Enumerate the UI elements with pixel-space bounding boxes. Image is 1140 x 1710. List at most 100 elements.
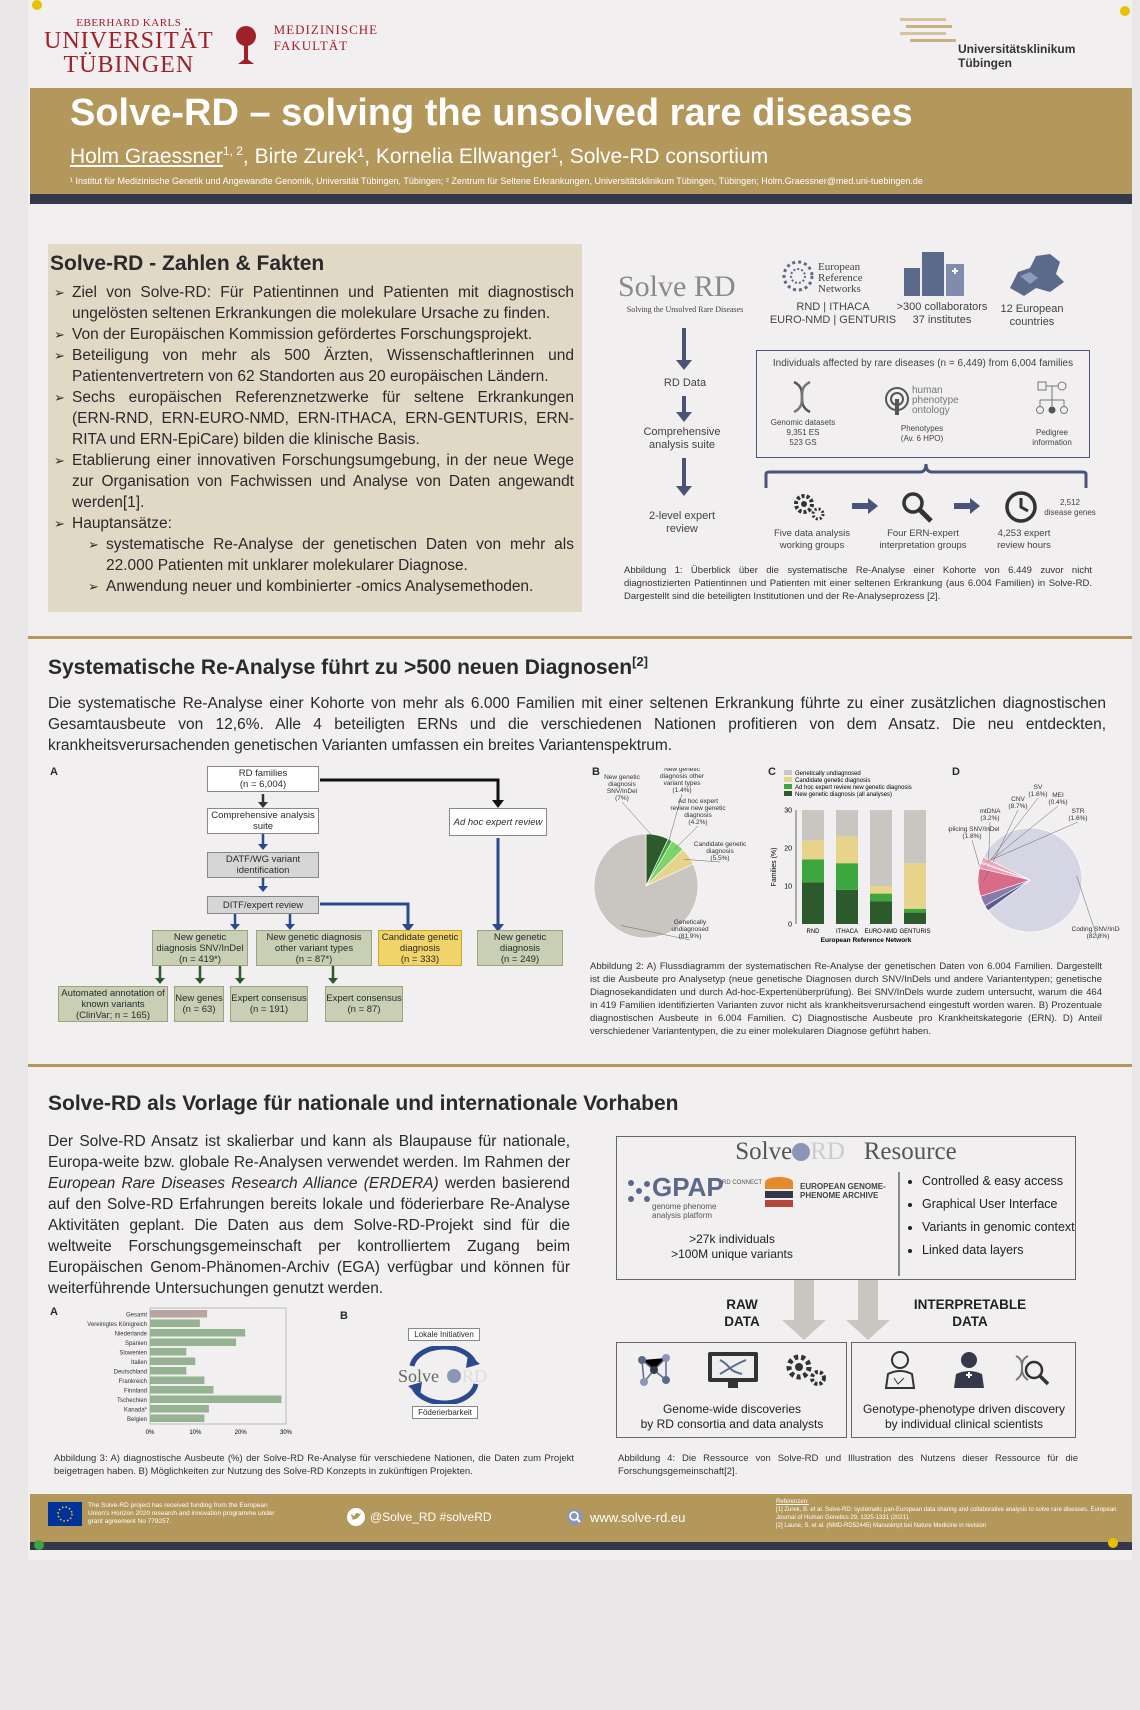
collab-label2: 37 institutes — [912, 314, 972, 326]
pie-leader — [684, 859, 721, 863]
figure-1-caption: Abbildung 1: Überblick über die systemat… — [624, 565, 1092, 602]
interp-data-label: INTERPRETABLE — [913, 1297, 1027, 1312]
bar-segment — [904, 863, 926, 909]
nation-bar — [150, 1348, 187, 1356]
ern-network-icon — [782, 260, 814, 292]
nation-bar — [150, 1329, 246, 1337]
pin — [32, 0, 42, 10]
pie-slice — [980, 856, 1031, 881]
pie-label: mtDNA(3.2%) — [980, 808, 1002, 822]
flow-text: (n = 419*) — [179, 953, 221, 965]
pie-leader — [986, 821, 1079, 862]
pie-leader — [985, 805, 1059, 865]
facts-heading: Solve-RD - Zahlen & Fakten — [50, 252, 325, 275]
gpap-icon — [628, 1180, 650, 1202]
arrow-right-icon — [954, 498, 980, 514]
flow-text: Candidate genetic diagnosis — [381, 931, 459, 954]
hospital-icon — [904, 252, 964, 296]
nation-label: Frankreich — [119, 1379, 147, 1385]
ern-list: RND | ITHACA — [796, 301, 870, 313]
bar-segment — [802, 882, 824, 924]
section-divider — [28, 1064, 1132, 1067]
cycle-icon: Solve RD — [398, 1346, 487, 1404]
individuals-label: Individuals affected by rare diseases (n… — [772, 358, 1074, 369]
nation-label: Kanada* — [124, 1408, 148, 1414]
flow-text: (n = 333) — [400, 953, 440, 965]
genes-label: disease genes — [1044, 508, 1096, 517]
ukt-label: Universitätsklinikum Tübingen — [958, 42, 1076, 70]
section3-body: Der Solve-RD Ansatz ist skalierbar und k… — [48, 1131, 570, 1299]
fact-subitem: Anwendung neuer und kombinierter -omics … — [54, 576, 574, 597]
fact-item: Ziel von Solve-RD: Für Patientinnen und … — [54, 282, 574, 324]
magnifier-icon — [902, 492, 933, 523]
authors: Holm Graessner1, 2, Birte Zurek¹, Kornel… — [70, 144, 768, 169]
pedigree-info: information — [1032, 438, 1072, 447]
raw-caption1: Genome-wide discoveries — [662, 1402, 802, 1416]
nation-label: Belgien — [127, 1417, 147, 1423]
interp-data-label2: DATA — [952, 1314, 988, 1329]
solve-logo: Solve RD — [618, 270, 736, 303]
bar-segment — [836, 863, 858, 890]
nation-bar — [150, 1367, 187, 1375]
pie-leader — [984, 797, 1039, 868]
nation-label: Deutschland — [114, 1370, 147, 1376]
uni-big2: TÜBINGEN — [63, 52, 195, 78]
nation-bar — [150, 1338, 237, 1346]
section2-heading: Systematische Re-Analyse führt zu >500 n… — [48, 654, 648, 680]
facts-box: Solve-RD - Zahlen & Fakten Ziel von Solv… — [48, 244, 582, 612]
resource-bullet: Graphical User Interface — [922, 1193, 1075, 1216]
fact-item: Von der Europäischen Kommission geförder… — [54, 324, 574, 345]
resource-box — [616, 1136, 1076, 1280]
nation-bar — [150, 1386, 214, 1394]
figure-2-caption: Abbildung 2: A) Flussdiagramm der system… — [590, 961, 1102, 1037]
fact-item: Beteiligung von mehr als 500 Ärzten, Wis… — [54, 345, 574, 387]
pedigree-label: Pedigree — [1035, 428, 1069, 437]
monitor-icon — [708, 1352, 758, 1388]
bar-segment — [904, 810, 926, 864]
bar-segment — [836, 836, 858, 864]
raw-data-label: RAW — [726, 1297, 758, 1312]
section2-body: Die systematische Re-Analyse einer Kohor… — [48, 695, 1106, 754]
pedigree-icon — [1036, 381, 1068, 414]
flow-expert: Expert consensus(n = 191) — [230, 986, 308, 1022]
ega-label: EUROPEAN GENOME-PHENOME ARCHIVE — [800, 1182, 886, 1200]
flow-text: Expert consensus — [231, 993, 307, 1004]
flow-candidate: Candidate genetic diagnosis(n = 333) — [378, 930, 462, 966]
pie-label: MEI(0.4%) — [1048, 792, 1067, 806]
nation-label: Tschechien — [117, 1398, 147, 1404]
wg-label: Five data analysis — [773, 528, 851, 539]
nation-label: Slowenien — [119, 1351, 147, 1357]
pin — [34, 1540, 44, 1550]
nation-label: Gesamt — [126, 1313, 147, 1319]
fact-item: Sechs europäischen Referenznetzwerke für… — [54, 387, 574, 450]
bar-segment — [904, 912, 926, 924]
panel-letter-3a: A — [50, 1306, 58, 1318]
genomic-label: Genomic datasets — [770, 418, 836, 427]
bar-segment — [802, 810, 824, 841]
flow-text: New genetic diagnosis SNV/InDel — [156, 931, 244, 954]
pie-leader — [621, 801, 657, 841]
banner-bar — [30, 194, 1132, 204]
collab-label: >300 collaborators — [896, 301, 988, 313]
resource-stats2: >100M unique variants — [671, 1247, 793, 1261]
flow-text: (n = 249) — [500, 953, 540, 965]
search-icon — [792, 1143, 811, 1161]
wg-label2: working groups — [779, 540, 845, 551]
x-tick-label: ITHACA — [836, 929, 858, 935]
nation-bar — [150, 1376, 205, 1384]
flow-other: New genetic diagnosis other variant type… — [256, 930, 372, 966]
search-icon — [567, 1509, 583, 1525]
ukt-stripes-icon — [900, 18, 956, 42]
resource-down-arrows — [782, 1280, 890, 1340]
flow-genes: New genes(n = 63) — [174, 986, 224, 1022]
pin — [1108, 1538, 1118, 1548]
pie-label: Coding SNV/InDel(82.8%) — [1072, 926, 1120, 940]
legend-label: Ad hoc expert review new genetic diagnos… — [795, 785, 912, 791]
footer-bar — [30, 1542, 1132, 1550]
brace-icon — [764, 463, 1088, 488]
fact-item: Hauptansätze: — [54, 513, 574, 534]
genes-count: 2,512 — [1059, 498, 1081, 507]
